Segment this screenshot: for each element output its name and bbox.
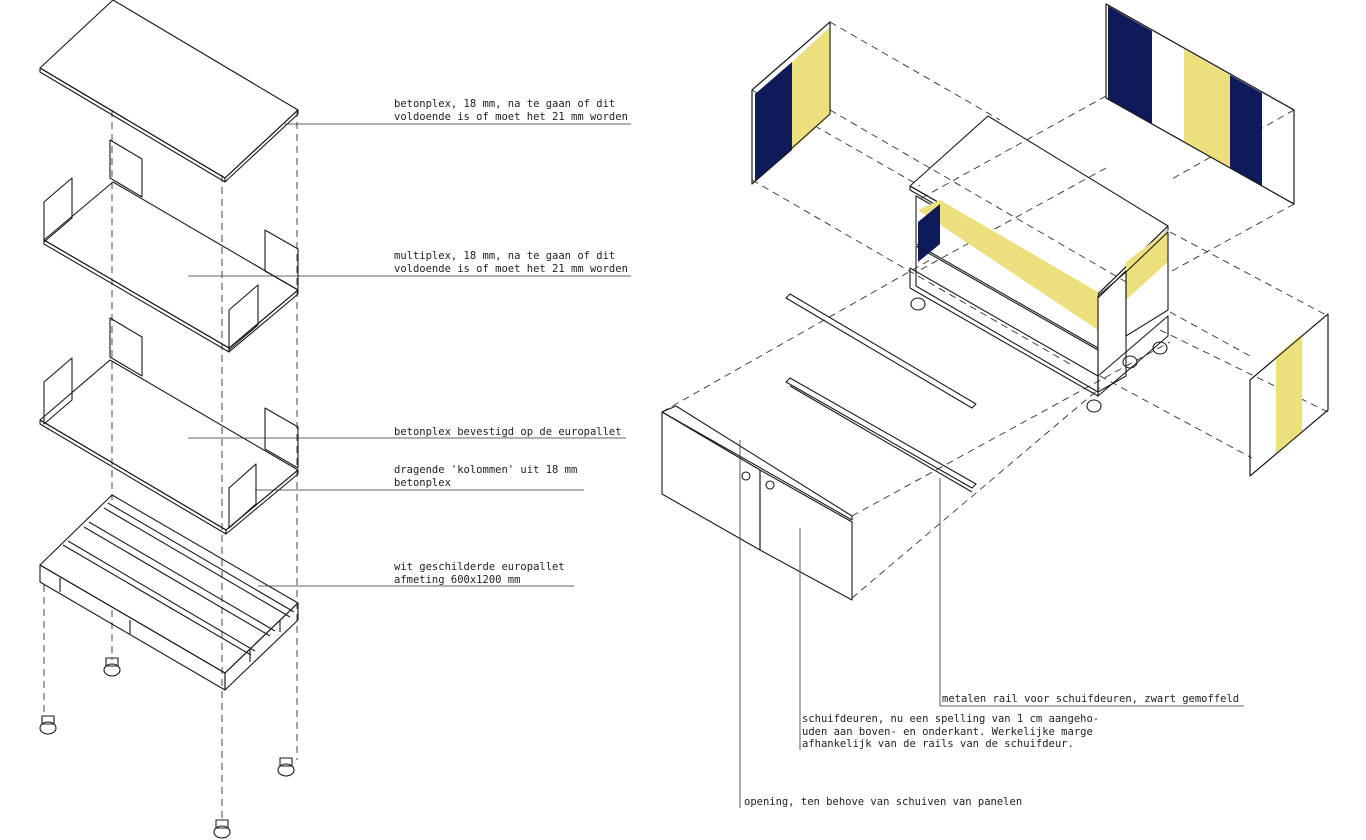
leader-lines-left (188, 123, 631, 587)
label-top-panel-line-2: voldoende is of moet het 21 mm worden (394, 110, 628, 123)
label-base-panel-line-1: betonplex bevestigd op de europallet (394, 426, 622, 438)
label-middle-shelf: multiplex, 18 mm, na te gaan of dit vold… (394, 250, 628, 275)
label-opening: opening, ten behove van schuiven van pan… (744, 796, 1022, 809)
label-doors-line-1: schuifdeuren, nu een spelling van 1 cm a… (802, 713, 1100, 725)
label-middle-shelf-line-1: multiplex, 18 mm, na te gaan of dit (394, 250, 616, 262)
left-side-panel (751, 21, 831, 185)
label-middle-shelf-line-2: voldoende is of moet het 21 mm worden (394, 262, 628, 275)
metal-rails (785, 293, 977, 493)
alignment-dashed-lines (43, 110, 298, 820)
label-base-panel: betonplex bevestigd op de europallet (394, 426, 622, 439)
label-columns-line-2: betonplex (394, 476, 451, 489)
label-columns: dragende 'kolommen' uit 18 mm betonplex (394, 464, 577, 489)
top-panel (39, 0, 299, 183)
label-pallet-line-2: afmeting 600x1200 mm (394, 573, 521, 586)
label-doors-line-3: afhankelijk van de rails van de schuifde… (802, 738, 1074, 750)
label-doors-line-2: uden aan boven- en onderkant. Werkelijke… (802, 725, 1093, 738)
label-rail-line-1: metalen rail voor schuifdeuren, zwart ge… (942, 693, 1240, 705)
label-opening-line-1: opening, ten behove van schuiven van pan… (744, 796, 1023, 808)
back-panel (1105, 3, 1295, 205)
label-doors: schuifdeuren, nu een spelling van 1 cm a… (802, 713, 1099, 751)
label-columns-line-1: dragende 'kolommen' uit 18 mm (394, 464, 578, 476)
middle-shelf (43, 139, 299, 353)
caster-wheels (39, 657, 295, 839)
sliding-doors (661, 405, 853, 601)
projection-dashed-lines (661, 21, 1329, 599)
label-pallet-line-1: wit geschilderde europallet (394, 561, 565, 573)
label-top-panel: betonplex, 18 mm, na te gaan of dit vold… (394, 98, 628, 123)
leader-lines-right (739, 440, 1244, 808)
right-side-panel (1249, 313, 1329, 477)
assembled-cabinet (909, 115, 1169, 413)
label-pallet: wit geschilderde europallet afmeting 600… (394, 561, 565, 586)
label-rail: metalen rail voor schuifdeuren, zwart ge… (942, 693, 1239, 706)
europallet (39, 494, 299, 691)
base-panel (39, 317, 299, 535)
label-top-panel-line-1: betonplex, 18 mm, na te gaan of dit (394, 98, 616, 110)
